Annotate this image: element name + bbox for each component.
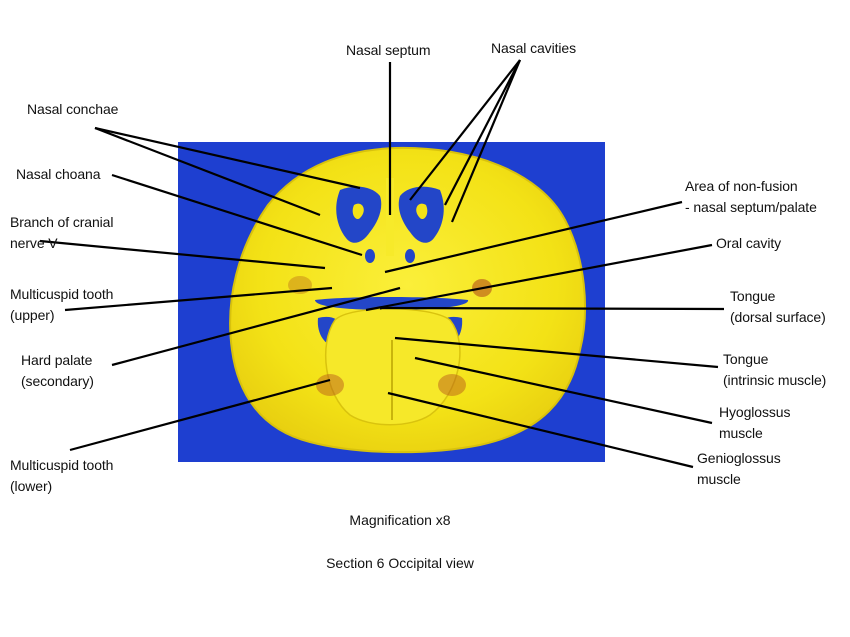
- label-line: Genioglossus: [697, 450, 781, 466]
- label-oral-cavity: Oral cavity: [716, 233, 781, 254]
- label-line: Tongue: [730, 288, 776, 304]
- label-line: Oral cavity: [716, 235, 782, 251]
- choana-left: [365, 249, 375, 263]
- tooth-bud-lower-left: [316, 374, 344, 396]
- label-line: (secondary): [21, 373, 94, 389]
- leader-tooth-upper: [64, 286, 333, 312]
- leader-hard-palate: [111, 286, 401, 367]
- label-tooth-upper: Multicuspid tooth (upper): [10, 284, 113, 326]
- leader-genioglossus: [387, 391, 694, 469]
- label-nasal-choana: Nasal choana: [16, 164, 101, 185]
- leader-non-fusion: [384, 200, 683, 274]
- label-tooth-lower: Multicuspid tooth (lower): [10, 455, 113, 497]
- tooth-bud-lower-right: [438, 374, 466, 396]
- leader-nasal-cavity-2: [444, 59, 521, 206]
- label-line: Branch of cranial: [10, 214, 114, 230]
- label-line: Multicuspid tooth: [10, 457, 114, 473]
- label-line: (upper): [10, 307, 55, 323]
- label-nasal-cavities: Nasal cavities: [491, 38, 576, 59]
- label-line: Nasal cavities: [491, 40, 576, 56]
- leader-tongue-intrinsic: [394, 336, 719, 369]
- label-line: muscle: [719, 425, 763, 441]
- leader-nasal-conchae-2: [94, 126, 321, 217]
- leader-nasal-choana: [111, 173, 363, 257]
- caption-magnification: Magnification x8: [349, 512, 451, 528]
- label-line: (lower): [10, 478, 53, 494]
- nasal-septum-shape: [386, 178, 394, 256]
- label-non-fusion: Area of non-fusion - nasal septum/palate: [685, 176, 817, 218]
- leader-oral-cavity: [365, 243, 713, 312]
- leader-hyoglossus: [414, 356, 713, 425]
- leader-nasal-cavity-3: [450, 59, 522, 223]
- label-line: nerve V: [10, 235, 58, 251]
- label-hard-palate: Hard palate (secondary): [21, 350, 94, 392]
- leader-lines: [39, 59, 725, 469]
- label-tongue-dorsal: Tongue (dorsal surface): [730, 286, 826, 328]
- leader-nasal-cavity-1: [409, 59, 521, 201]
- label-nasal-conchae: Nasal conchae: [27, 99, 118, 120]
- caption-section: Section 6 Occipital view: [326, 555, 474, 571]
- label-line: muscle: [697, 471, 741, 487]
- label-nasal-septum: Nasal septum: [346, 40, 431, 61]
- label-line: Nasal conchae: [27, 101, 119, 117]
- label-tongue-intrinsic: Tongue (intrinsic muscle): [723, 349, 826, 391]
- leader-tooth-lower: [69, 378, 331, 452]
- label-line: (intrinsic muscle): [723, 372, 827, 388]
- nasal-concha-right: [416, 203, 428, 220]
- label-line: Nasal septum: [346, 42, 431, 58]
- label-line: Nasal choana: [16, 166, 101, 182]
- leader-cranial-nerve: [39, 239, 326, 270]
- label-line: Multicuspid tooth: [10, 286, 114, 302]
- label-line: (dorsal surface): [730, 309, 826, 325]
- label-cranial-nerve: Branch of cranial nerve V: [10, 212, 113, 254]
- label-line: - nasal septum/palate: [685, 199, 817, 215]
- label-line: Hyoglossus: [719, 404, 791, 420]
- label-line: Area of non-fusion: [685, 178, 798, 194]
- label-line: Hard palate: [21, 352, 93, 368]
- leader-nasal-conchae-1: [94, 126, 361, 190]
- leader-tongue-dorsal: [379, 306, 725, 311]
- label-genioglossus: Genioglossus muscle: [697, 448, 781, 490]
- label-line: Tongue: [723, 351, 769, 367]
- choana-right: [405, 249, 415, 263]
- label-hyoglossus: Hyoglossus muscle: [719, 402, 790, 444]
- nasal-concha-left: [352, 203, 364, 220]
